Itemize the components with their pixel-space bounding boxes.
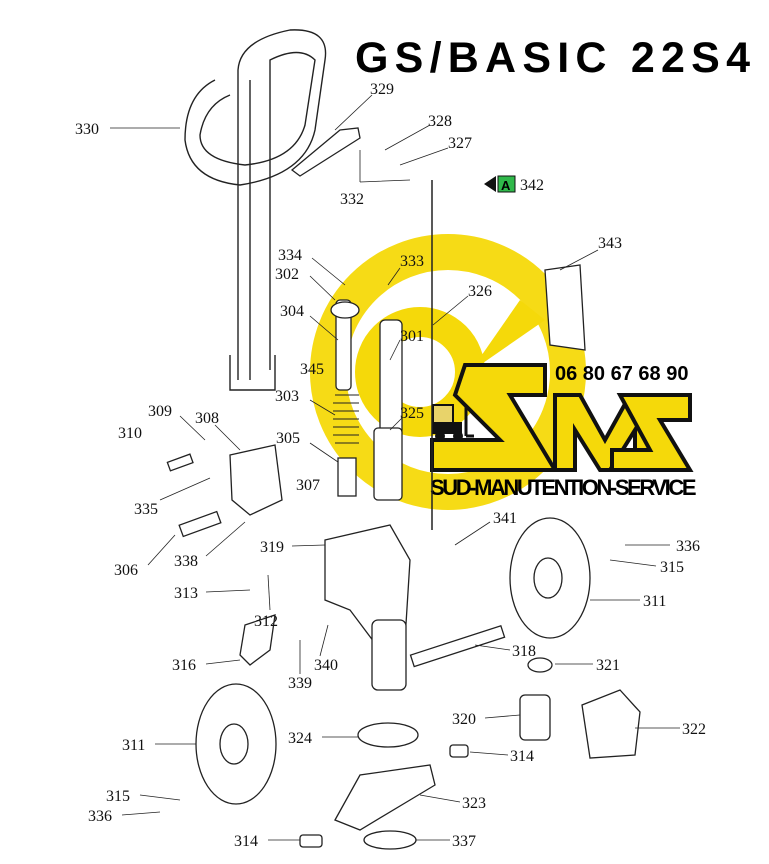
part-cap [527,657,553,673]
forklift-icon [432,404,474,441]
part-wheel-left [195,683,277,805]
marker-letter: A [501,178,511,193]
callout-305: 305 [276,430,300,447]
callout-319: 319 [260,539,284,556]
callout-303: 303 [275,388,299,405]
callout-333: 333 [400,253,424,270]
callout-323: 323 [462,795,486,812]
part-seal-kit-bag [544,264,586,351]
leader-lines [110,94,680,841]
part-bracket [229,444,283,516]
logo-company-name: SUD-MANUTENTION-SERVICE [430,475,696,500]
callout-309: 309 [148,403,172,420]
part-cover [581,689,641,759]
callout-310: 310 [118,425,142,442]
part-sleeve [337,457,357,497]
callout-304: 304 [280,303,304,320]
callout-332: 332 [340,191,364,208]
callout-336-left: 336 [88,808,112,825]
callout-311: 311 [643,593,666,610]
callout-313: 313 [174,585,198,602]
sms-logo-watermark: 06 80 67 68 90 SUD-MANUTENTION-SERVICE [310,234,697,510]
callout-345: 345 [300,361,324,378]
callout-308: 308 [195,410,219,427]
callout-315-left: 315 [106,788,130,805]
part-cylinder-nut [373,427,403,501]
part-bushing [519,694,551,741]
part-ram [371,619,407,691]
part-shaft [409,624,506,668]
marker-part-number: 342 [520,177,544,194]
callout-302: 302 [275,266,299,283]
callout-301: 301 [400,328,424,345]
part-bearing-ring [357,722,419,748]
logo-letter-s2 [610,393,694,472]
callout-labels: 330 329 328 327 332 343 334 333 302 326 … [75,81,706,850]
callout-325: 325 [400,405,424,422]
part-base-plate [334,764,436,831]
callout-307: 307 [296,477,320,494]
callout-314-bottom: 314 [234,833,258,850]
logo-phone: 06 80 67 68 90 [555,363,688,385]
callout-334: 334 [278,247,302,264]
part-fitting [449,744,469,758]
callout-327: 327 [448,135,472,152]
callout-321: 321 [596,657,620,674]
part-pin [166,453,194,472]
callout-320: 320 [452,711,476,728]
callout-318: 318 [512,643,536,660]
callout-328: 328 [428,113,452,130]
callout-335: 335 [134,501,158,518]
callout-340: 340 [314,657,338,674]
part-link [239,614,276,666]
callout-339: 339 [288,675,312,692]
callout-311-left: 311 [122,737,145,754]
diagram-title: GS/BASIC 22S4 [355,34,750,82]
callout-343: 343 [598,235,622,252]
part-spring [333,394,359,444]
part-circlip [363,830,417,850]
part-lever [290,127,361,177]
part-wheel-right [509,517,591,639]
callout-336: 336 [676,538,700,555]
callout-329: 329 [370,81,394,98]
callout-314: 314 [510,748,534,765]
callout-337: 337 [452,833,476,850]
callout-326: 326 [468,283,492,300]
marker-a: A 342 [484,175,544,194]
part-plunger [335,299,352,391]
callout-306: 306 [114,562,138,579]
part-grease-nipple [299,834,323,848]
part-axle-pin [178,510,222,538]
callout-324: 324 [288,730,312,747]
callout-330: 330 [75,121,99,138]
callout-316: 316 [172,657,196,674]
callout-322: 322 [682,721,706,738]
callout-338: 338 [174,553,198,570]
logo-letter-s1 [430,363,559,472]
part-piston [379,319,403,436]
part-handle [184,29,327,391]
part-seal [330,301,360,319]
callout-315: 315 [660,559,684,576]
callout-341: 341 [493,510,517,527]
callout-312: 312 [254,613,278,630]
